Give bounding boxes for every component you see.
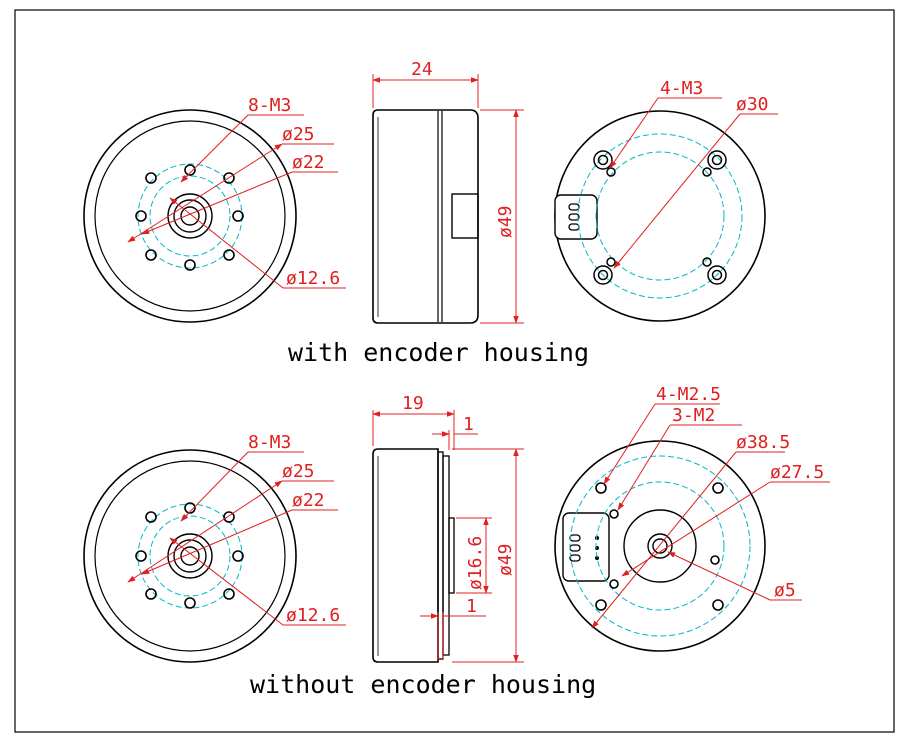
d-shaft-label: ø5	[774, 580, 796, 601]
width-label: 24	[411, 59, 433, 80]
d-outer-label: ø25	[282, 124, 315, 145]
caption-top: with encoder housing	[288, 338, 589, 367]
encoder-dots	[595, 536, 599, 560]
inner-rim	[94, 460, 286, 652]
top-back-view: 4-M3 ø30	[554, 78, 778, 322]
rotor-ring	[442, 455, 450, 656]
bolt-circle-inner	[149, 175, 231, 257]
top-front-view: 8-M3 ø25 ø22 ø12.6	[83, 95, 346, 323]
hub-boss	[448, 517, 455, 594]
holes-b-label: 3-M2	[672, 405, 715, 426]
holes-label: 8-M3	[248, 95, 291, 116]
hub-outer	[623, 509, 697, 583]
shaft-inner	[652, 538, 668, 554]
hub-inner	[180, 206, 200, 226]
d-mid-label: ø22	[292, 152, 325, 173]
d-outer-label: ø38.5	[736, 432, 790, 453]
height-label: ø49	[495, 205, 516, 238]
side-body	[372, 448, 439, 663]
d-mid-label: ø27.5	[770, 462, 824, 483]
side-body	[372, 109, 479, 324]
encoder-pins	[568, 203, 580, 231]
bottom-back-view: 4-M2.5 3-M2 ø38.5 ø27.5 ø5	[554, 384, 830, 652]
encoder-tab	[554, 194, 598, 240]
step-top-label: 1	[463, 414, 474, 435]
height-label: ø49	[495, 543, 516, 576]
holes-label: 8-M3	[248, 432, 291, 453]
d-inner-label: ø12.6	[286, 268, 340, 289]
d-mid-label: ø22	[292, 490, 325, 511]
top-side-view: 24 ø49	[372, 59, 524, 324]
holes-a-label: 4-M2.5	[656, 384, 721, 405]
inner-rim	[94, 120, 286, 312]
drawing-border	[14, 9, 895, 733]
mounting-holes	[593, 150, 727, 285]
hub-label: ø16.6	[465, 536, 486, 590]
bottom-front-view: 8-M3 ø25 ø22 ø12.6	[83, 432, 346, 663]
bolt-circle	[595, 151, 725, 281]
encoder-tab	[562, 512, 610, 582]
bolt-circle-outer	[569, 455, 751, 637]
width-label: 19	[402, 393, 424, 414]
step-bottom-label: 1	[466, 596, 477, 617]
d-circle-label: ø30	[736, 94, 769, 115]
d-inner-label: ø12.6	[286, 605, 340, 626]
d-outer-label: ø25	[282, 461, 315, 482]
bolt-circle-inner	[595, 481, 725, 611]
outer-rim	[83, 449, 297, 663]
bottom-side-view: 19 1 1 ø16.6 ø49	[372, 393, 524, 663]
holes-label: 4-M3	[660, 78, 703, 99]
bolt-circle-inner	[149, 515, 231, 597]
caption-bottom: without encoder housing	[250, 670, 596, 699]
outer-rim	[83, 109, 297, 323]
mounting-holes	[595, 482, 724, 611]
bolt-circle	[137, 503, 243, 609]
bolt-circle-outer	[577, 133, 743, 299]
shaft-outer	[647, 533, 673, 559]
connector-slot	[451, 193, 479, 239]
